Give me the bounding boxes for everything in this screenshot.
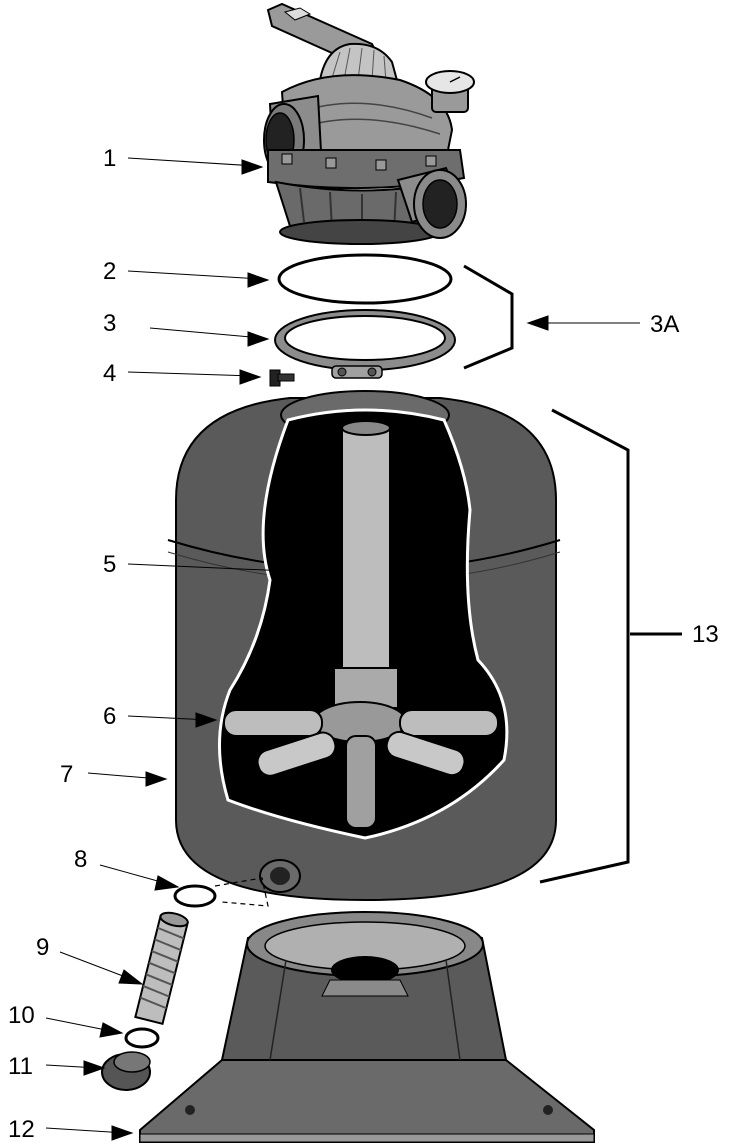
callout-12: 12 — [8, 1116, 35, 1143]
callout-6: 6 — [103, 703, 116, 730]
bracket-13 — [539, 408, 630, 884]
clamp-ring — [274, 309, 456, 379]
callout-10: 10 — [8, 1002, 35, 1029]
callout-4: 4 — [103, 360, 116, 387]
base — [139, 911, 595, 1143]
callout-3: 3 — [103, 310, 116, 337]
clamp-screw — [269, 369, 295, 387]
callout-7: 7 — [60, 761, 73, 788]
o-ring — [277, 253, 453, 305]
drain-cap-o-ring — [124, 1027, 160, 1049]
callout-5: 5 — [103, 551, 116, 578]
callout-2: 2 — [103, 258, 116, 285]
standpipe — [333, 420, 399, 709]
callout-3A: 3A — [650, 311, 679, 338]
multiport-valve — [263, 2, 475, 245]
drain-connection-guide — [214, 877, 269, 907]
callout-11: 11 — [8, 1053, 33, 1080]
leader-lines — [45, 157, 682, 1141]
callout-9: 9 — [36, 934, 49, 961]
drain-o-ring — [173, 884, 217, 908]
drain-pipe — [134, 911, 189, 1025]
drain-cap — [101, 1051, 151, 1091]
callout-8: 8 — [74, 846, 87, 873]
bracket-3A — [463, 264, 514, 370]
callout-13: 13 — [692, 621, 719, 648]
callout-1: 1 — [103, 145, 116, 172]
lateral-assembly — [223, 701, 499, 829]
